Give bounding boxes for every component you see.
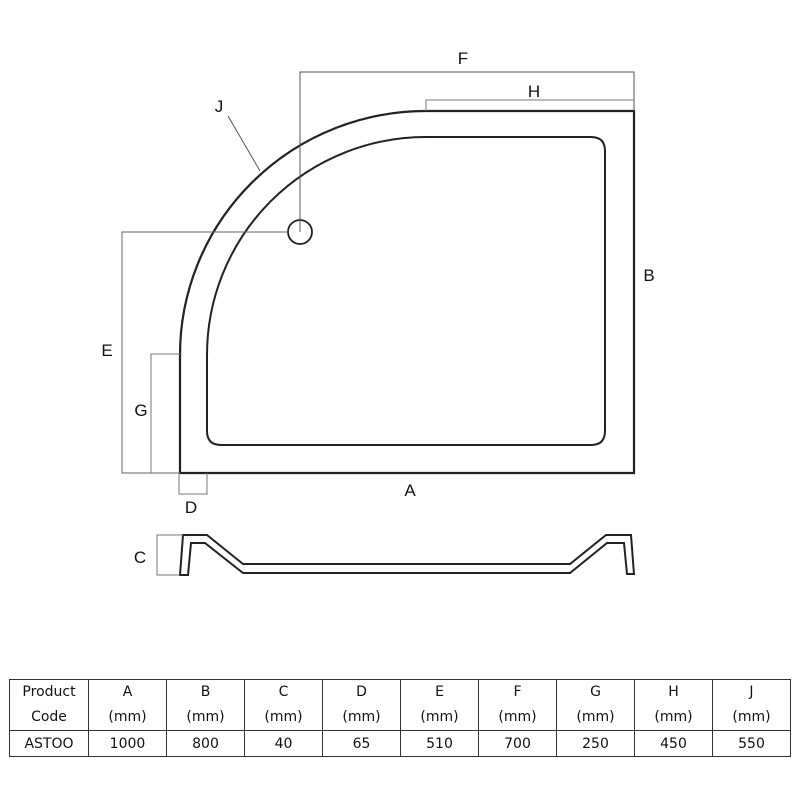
- header-f: F(mm): [478, 679, 557, 731]
- header-c: C(mm): [244, 679, 323, 731]
- cell-a: 1000: [88, 730, 167, 757]
- dimension-c-line: [156, 534, 183, 576]
- cell-e: 510: [400, 730, 479, 757]
- tray-inner-basin: [206, 136, 606, 446]
- dimension-j-leader: [227, 115, 261, 172]
- cell-h: 450: [634, 730, 713, 757]
- label-b: B: [643, 266, 654, 285]
- label-a: A: [404, 481, 416, 500]
- dimension-h-line: [425, 99, 634, 111]
- label-h: H: [528, 82, 540, 101]
- cell-product-code: ASTOO: [9, 730, 89, 757]
- label-j: J: [215, 97, 224, 116]
- dimension-e-line: [121, 231, 288, 474]
- header-d: D(mm): [322, 679, 401, 731]
- dimension-g-line: [150, 353, 180, 473]
- header-g: G(mm): [556, 679, 635, 731]
- header-h: H(mm): [634, 679, 713, 731]
- label-c: C: [134, 548, 146, 567]
- dimension-d-line: [178, 473, 208, 495]
- cell-g: 250: [556, 730, 635, 757]
- cell-f: 700: [478, 730, 557, 757]
- label-d: D: [185, 498, 197, 517]
- tray-cross-section: [178, 534, 636, 576]
- header-e: E(mm): [400, 679, 479, 731]
- label-f: F: [458, 49, 468, 68]
- table-row: ASTOO 1000 800 40 65 510 700 250 450 550: [9, 730, 791, 757]
- cell-j: 550: [712, 730, 791, 757]
- label-g: G: [134, 401, 147, 420]
- dimension-f-line: [299, 71, 635, 232]
- header-a: A(mm): [88, 679, 167, 731]
- cell-b: 800: [166, 730, 245, 757]
- tray-outer-outline: [178, 109, 636, 475]
- header-b: B(mm): [166, 679, 245, 731]
- label-e: E: [101, 341, 112, 360]
- header-j: J(mm): [712, 679, 791, 731]
- cell-d: 65: [322, 730, 401, 757]
- cell-c: 40: [244, 730, 323, 757]
